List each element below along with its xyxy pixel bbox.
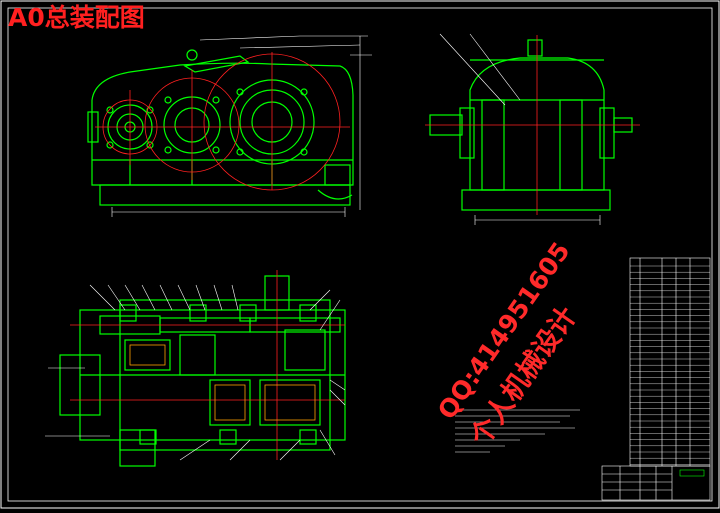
drawing-title: A0总装配图: [8, 3, 145, 32]
plan-view-leaders: [45, 284, 346, 461]
plan-view: [59, 275, 346, 467]
plan-view-gear-details: [70, 270, 345, 460]
side-view: [429, 39, 633, 211]
front-view-gear-pitch-circles: [95, 52, 350, 191]
technical-notes: [455, 409, 580, 453]
inner-border: [7, 7, 713, 502]
side-view-center-lines: [425, 35, 640, 215]
front-view-dimensions: [111, 35, 372, 217]
front-view: [87, 49, 354, 206]
parts-list-rows: [630, 265, 710, 465]
title-block: [601, 465, 711, 501]
side-view-leaders: [439, 33, 601, 225]
parts-list-table: [629, 257, 711, 467]
